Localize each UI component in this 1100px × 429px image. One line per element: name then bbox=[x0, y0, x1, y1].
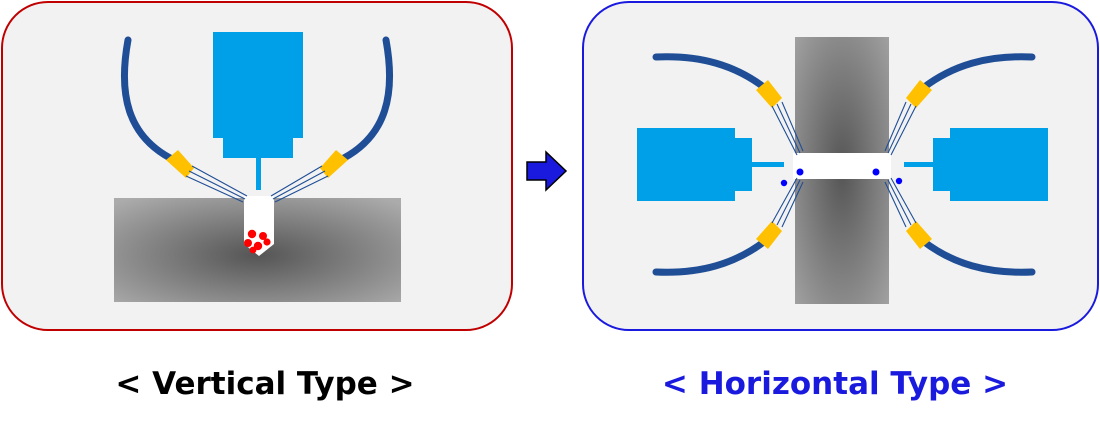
horizontal-fiber-cables bbox=[652, 53, 1036, 276]
horizontal-laser-beam-right bbox=[904, 162, 934, 167]
vertical-nozzle-left bbox=[166, 150, 194, 178]
vertical-powder-stream-right bbox=[270, 165, 329, 203]
horizontal-cable-bottom-left bbox=[652, 237, 769, 276]
vertical-powder-particles bbox=[244, 229, 271, 254]
horizontal-nozzle-bottom-left bbox=[756, 221, 782, 249]
horizontal-powder-particles bbox=[780, 168, 903, 187]
horizontal-nozzle-top-right bbox=[906, 80, 932, 108]
vertical-laser-head bbox=[213, 32, 303, 190]
vertical-powder-stream-left bbox=[185, 165, 248, 203]
vertical-type-caption: < Vertical Type > bbox=[115, 366, 415, 402]
horizontal-laser-head-left bbox=[637, 128, 784, 201]
vertical-nozzle-right bbox=[320, 150, 348, 178]
right-arrow-icon bbox=[526, 150, 568, 192]
horizontal-nozzle-bottom-right bbox=[906, 221, 932, 249]
horizontal-cable-bottom-right bbox=[919, 237, 1036, 276]
horizontal-powder-streams bbox=[771, 101, 917, 228]
vertical-fiber-cable-right bbox=[340, 36, 394, 162]
horizontal-nozzle-top-left bbox=[756, 80, 782, 108]
horizontal-laser-head-right bbox=[904, 128, 1048, 201]
horizontal-cable-top-right bbox=[919, 53, 1036, 92]
horizontal-nozzles bbox=[756, 80, 932, 249]
horizontal-type-caption: < Horizontal Type > bbox=[661, 366, 1009, 402]
vertical-laser-beam bbox=[256, 158, 261, 190]
horizontal-cable-top-left bbox=[652, 53, 769, 92]
vertical-fiber-cable-left bbox=[120, 36, 174, 162]
vertical-type-panel bbox=[1, 1, 513, 331]
horizontal-laser-beam-left bbox=[752, 162, 784, 167]
horizontal-type-panel bbox=[582, 1, 1099, 331]
